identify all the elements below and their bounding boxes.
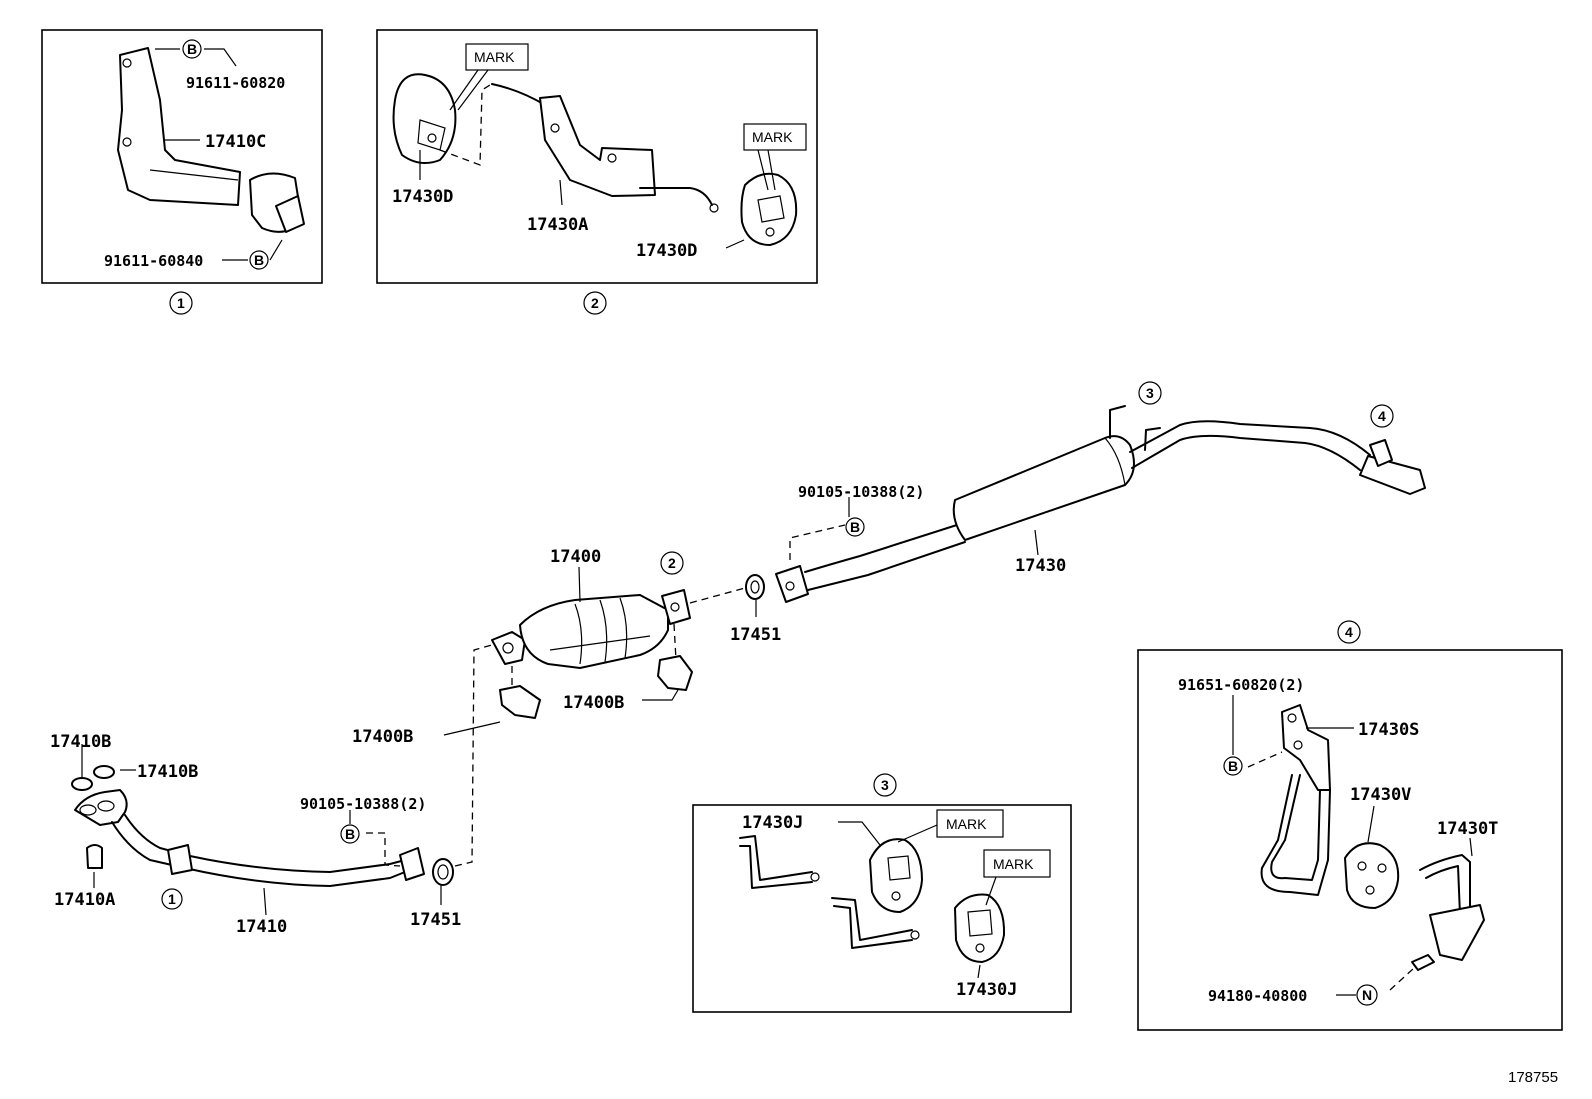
gasket-17410b-a [71, 777, 93, 791]
stud-17410a [86, 844, 103, 869]
converter-rear-flange [661, 589, 691, 625]
tail-pipe-tip [1359, 455, 1426, 495]
mark-box-top [936, 809, 1004, 838]
callout-b-circle [249, 250, 269, 270]
inset-3-hangers: 3 MARK MARK 17430J 17430J [692, 773, 1072, 1013]
converter-front-flange [491, 631, 526, 665]
part-label-17451-upper: 17451 [730, 625, 781, 645]
inset-4-frame [1137, 649, 1563, 1031]
bracket-17400b-left-shape [499, 685, 541, 719]
inset-1-frame [41, 29, 323, 284]
part-label-17451-lower: 17451 [410, 910, 461, 930]
part-label-17410: 17410 [236, 917, 287, 937]
callout-4-main: 4 [1378, 408, 1386, 424]
rubber-hanger-17430j-top [869, 838, 923, 913]
part-label-91611-60820: 91611-60820 [186, 74, 285, 92]
part-label-90105-lower: 90105-10388(2) [300, 795, 426, 813]
mark-box-right [743, 123, 807, 151]
callout-b-inset4: B [1228, 758, 1238, 774]
gasket-17451-upper [745, 574, 765, 600]
muffler-17430 [952, 435, 1135, 541]
part-label-17430t: 17430T [1437, 819, 1498, 839]
part-label-17410a: 17410A [54, 890, 115, 910]
callout-circle [340, 824, 360, 844]
callout-b-lower: B [345, 826, 355, 842]
mark-top: MARK [946, 816, 987, 832]
callout-2-main: 2 [668, 555, 676, 571]
part-label-17410b-a: 17410B [50, 732, 111, 752]
mark-box-bottom [983, 849, 1051, 878]
part-label-90105-upper: 90105-10388(2) [798, 483, 924, 501]
document-number: 178755 [1508, 1069, 1558, 1086]
callout-circle [845, 517, 865, 537]
inset-index-circle [583, 291, 607, 315]
inset-1-bracket: B B 91611-60820 17410C 91611-60840 1 [41, 29, 323, 315]
inset-3-frame [692, 804, 1072, 1013]
part-label-17430j-top: 17430J [742, 813, 803, 833]
part-label-17400b-right: 17400B [563, 693, 624, 713]
bolt-94180-shape [1411, 954, 1435, 971]
mark-box-left [465, 43, 529, 71]
gasket-17410b-b [93, 765, 115, 779]
callout-b-bottom: B [254, 252, 264, 268]
bracket-17430t-shape [1429, 904, 1485, 961]
rubber-hanger-left [392, 73, 457, 165]
part-label-91651-60820: 91651-60820(2) [1178, 676, 1304, 694]
rubber-hanger-17430v [1344, 842, 1400, 909]
part-label-17430a: 17430A [527, 215, 588, 235]
part-label-17400b-left: 17400B [352, 727, 413, 747]
inset-1-index: 1 [177, 295, 185, 311]
callout-b-top: B [187, 41, 197, 57]
part-label-17430j-bottom: 17430J [956, 980, 1017, 1000]
inset-2-hangers: MARK MARK 17430D 17430A 17430D 2 [376, 29, 818, 315]
mark-right: MARK [752, 129, 793, 145]
part-label-17430v: 17430V [1350, 785, 1411, 805]
callout-circle [1223, 756, 1243, 776]
inset-index-circle [169, 291, 193, 315]
inset-4-index: 4 [1345, 624, 1353, 640]
part-label-17410c: 17410C [205, 132, 266, 152]
part-label-17400: 17400 [550, 547, 601, 567]
inset-4-tail-hanger: 4 B N 91651-60820(2) 17430S 17430V 17430… [1137, 620, 1563, 1031]
part-label-17430: 17430 [1015, 556, 1066, 576]
rubber-hanger-right [740, 172, 798, 246]
part-label-94180-40800: 94180-40800 [1208, 987, 1307, 1005]
part-label-17430s: 17430S [1358, 720, 1419, 740]
main-exhaust-assembly: 2 3 4 1 B B 17400 17400B 17400B 17451 17… [50, 381, 1426, 937]
callout-n-inset4: N [1362, 987, 1372, 1003]
callout-3-main: 3 [1146, 385, 1154, 401]
front-pipe-clamp [167, 844, 193, 875]
part-label-91611-60840: 91611-60840 [104, 252, 203, 270]
callout-circle [1370, 404, 1394, 428]
part-label-17430d-right: 17430D [636, 241, 697, 261]
callout-circle [1138, 381, 1162, 405]
bracket-17410c-shape [117, 47, 241, 206]
front-pipe-flange [74, 789, 128, 826]
inset-2-frame [376, 29, 818, 284]
mark-left: MARK [474, 49, 515, 65]
tail-hanger-clamp [1369, 439, 1393, 467]
inset-index-circle [873, 773, 897, 797]
inset-index-circle [1337, 620, 1361, 644]
inset-3-index: 3 [881, 777, 889, 793]
callout-b-circle [182, 39, 202, 59]
catalytic-converter-body [519, 594, 669, 669]
part-label-17430d-left: 17430D [392, 187, 453, 207]
bracket-17400b-right-shape [657, 655, 693, 691]
callout-b-upper: B [850, 519, 860, 535]
callout-circle [1356, 984, 1378, 1006]
callout-circle [660, 551, 684, 575]
front-pipe-rear-flange [399, 847, 425, 881]
callout-1-main: 1 [168, 891, 176, 907]
mark-bottom: MARK [993, 856, 1034, 872]
bracket-17430a-shape [539, 95, 656, 197]
center-pipe-flange [775, 565, 809, 603]
bracket-17430s-shape [1281, 704, 1331, 791]
rubber-hanger-17430j-bottom [954, 893, 1006, 963]
callout-circle [161, 888, 183, 910]
part-label-17410b-b: 17410B [137, 762, 198, 782]
gasket-17451-lower [432, 858, 454, 886]
inset-2-index: 2 [591, 295, 599, 311]
